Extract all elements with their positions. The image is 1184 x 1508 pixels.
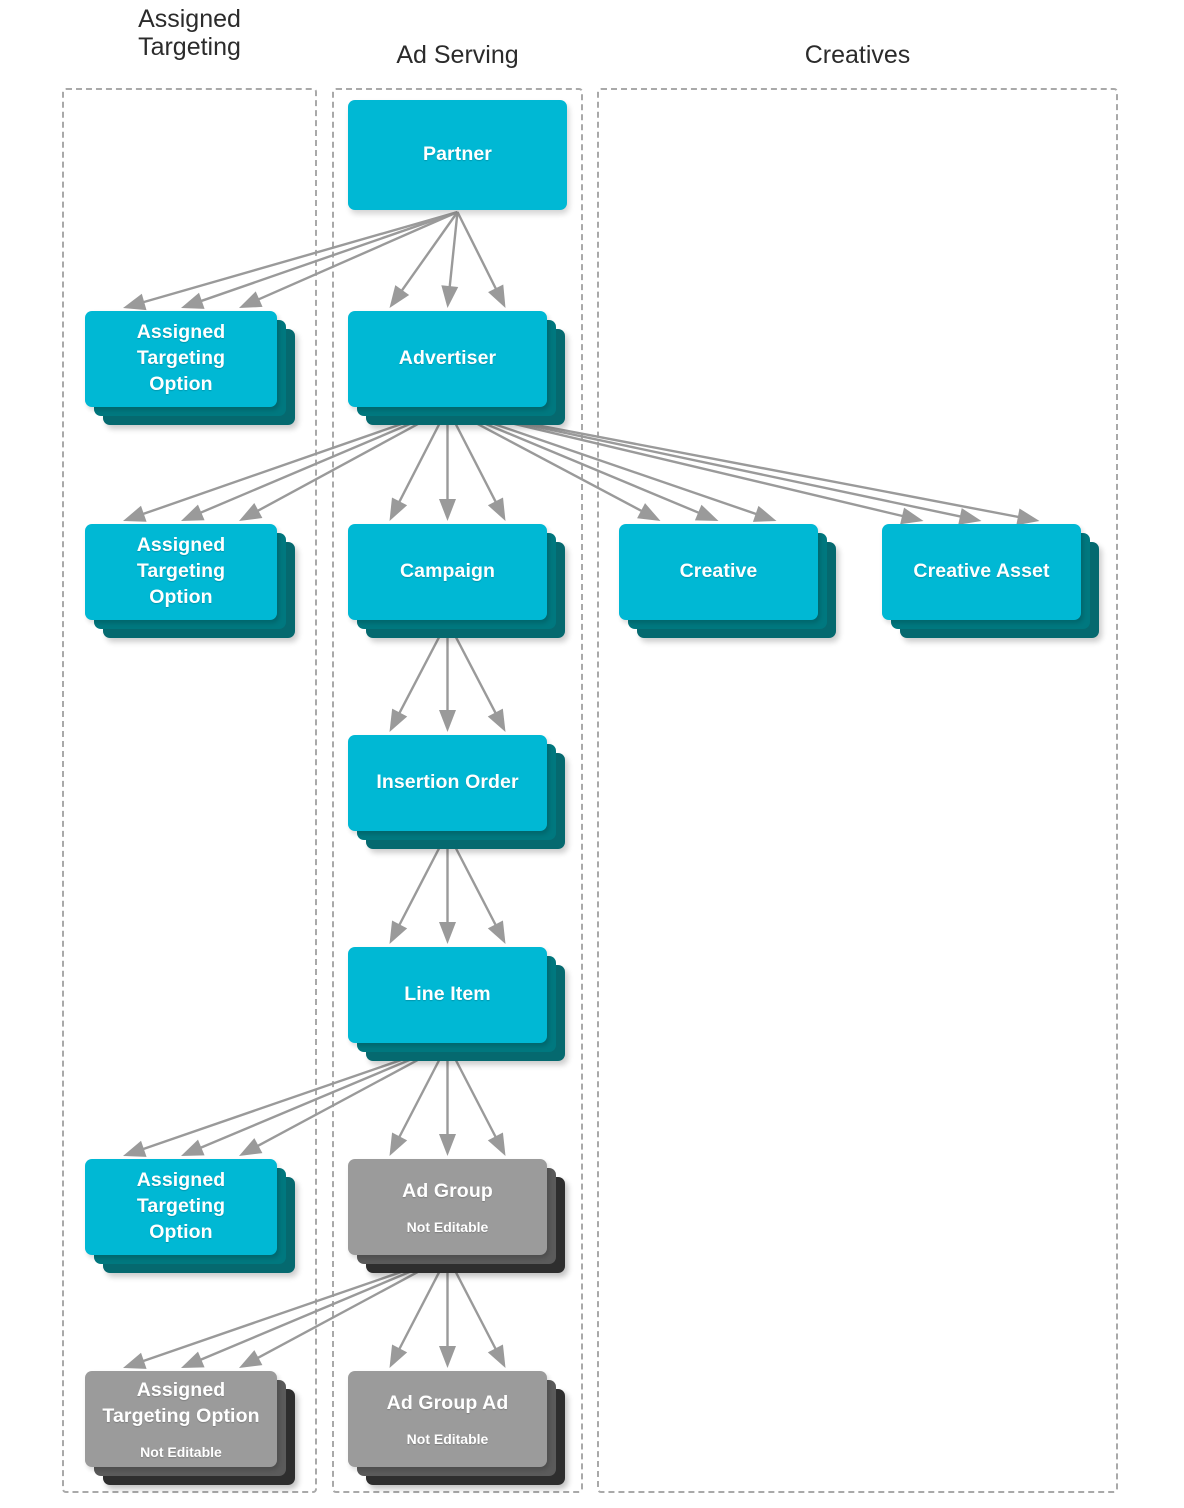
node-subtitle-badge: Not Editable bbox=[140, 1443, 222, 1460]
node-title-line: Assigned bbox=[136, 1169, 226, 1192]
node-card-ad-group-ad[interactable]: Ad Group Ad Not Editable bbox=[348, 1371, 547, 1467]
column-header-line: Assigned bbox=[138, 5, 241, 33]
node-ad-group-ad[interactable]: Ad Group Ad Not Editable bbox=[348, 1371, 565, 1485]
node-title-line: Option bbox=[149, 1220, 213, 1243]
node-card-line-item[interactable]: Line Item bbox=[348, 947, 547, 1043]
column-frame-creatives bbox=[597, 88, 1118, 1493]
node-creative-asset[interactable]: Creative Asset bbox=[882, 524, 1099, 638]
node-card-creative[interactable]: Creative bbox=[619, 524, 818, 620]
node-title-line: Targeting bbox=[136, 560, 226, 583]
node-title: Ad Group Ad bbox=[386, 1391, 509, 1414]
column-header-ad-serving: Ad Serving bbox=[332, 41, 583, 69]
node-title: Ad Group bbox=[402, 1179, 493, 1202]
node-title-line: Assigned bbox=[136, 1378, 226, 1401]
node-subtitle-badge: Not Editable bbox=[406, 1430, 489, 1447]
node-card-advertiser[interactable]: Advertiser bbox=[348, 311, 547, 407]
column-frame-assigned-targeting bbox=[62, 88, 317, 1493]
node-card-partner[interactable]: Partner bbox=[348, 100, 567, 210]
node-card-campaign[interactable]: Campaign bbox=[348, 524, 547, 620]
node-line-item[interactable]: Line Item bbox=[348, 947, 565, 1061]
node-card-creative-asset[interactable]: Creative Asset bbox=[882, 524, 1081, 620]
node-title-line: Targeting bbox=[136, 347, 226, 370]
node-title-line: Option bbox=[149, 372, 213, 395]
column-header-line: Targeting bbox=[138, 33, 241, 61]
node-card-insertion-order[interactable]: Insertion Order bbox=[348, 735, 547, 831]
node-creative[interactable]: Creative bbox=[619, 524, 836, 638]
node-title: Advertiser bbox=[398, 347, 497, 370]
node-title: Creative Asset bbox=[913, 560, 1050, 583]
node-title: Campaign bbox=[399, 560, 496, 583]
column-header-line: Creatives bbox=[804, 41, 911, 69]
node-title-line: Targeting bbox=[136, 1195, 226, 1218]
column-header-line: Ad Serving bbox=[396, 41, 519, 69]
node-title: Line Item bbox=[404, 983, 491, 1006]
node-title-line: Option bbox=[149, 585, 213, 608]
node-title: Creative bbox=[679, 560, 758, 583]
node-campaign[interactable]: Campaign bbox=[348, 524, 565, 638]
column-frame-ad-serving bbox=[332, 88, 583, 1493]
column-header-creatives: Creatives bbox=[597, 41, 1118, 69]
node-subtitle-badge: Not Editable bbox=[406, 1218, 489, 1235]
node-partner[interactable]: Partner bbox=[348, 100, 567, 210]
node-insertion-order[interactable]: Insertion Order bbox=[348, 735, 565, 849]
node-title-line: Assigned bbox=[136, 321, 226, 344]
node-title: Insertion Order bbox=[376, 771, 519, 794]
node-title: Partner bbox=[423, 143, 492, 166]
node-title-line: Targeting Option bbox=[102, 1404, 260, 1427]
node-title-line: Assigned bbox=[136, 534, 226, 557]
node-advertiser[interactable]: Advertiser bbox=[348, 311, 565, 425]
